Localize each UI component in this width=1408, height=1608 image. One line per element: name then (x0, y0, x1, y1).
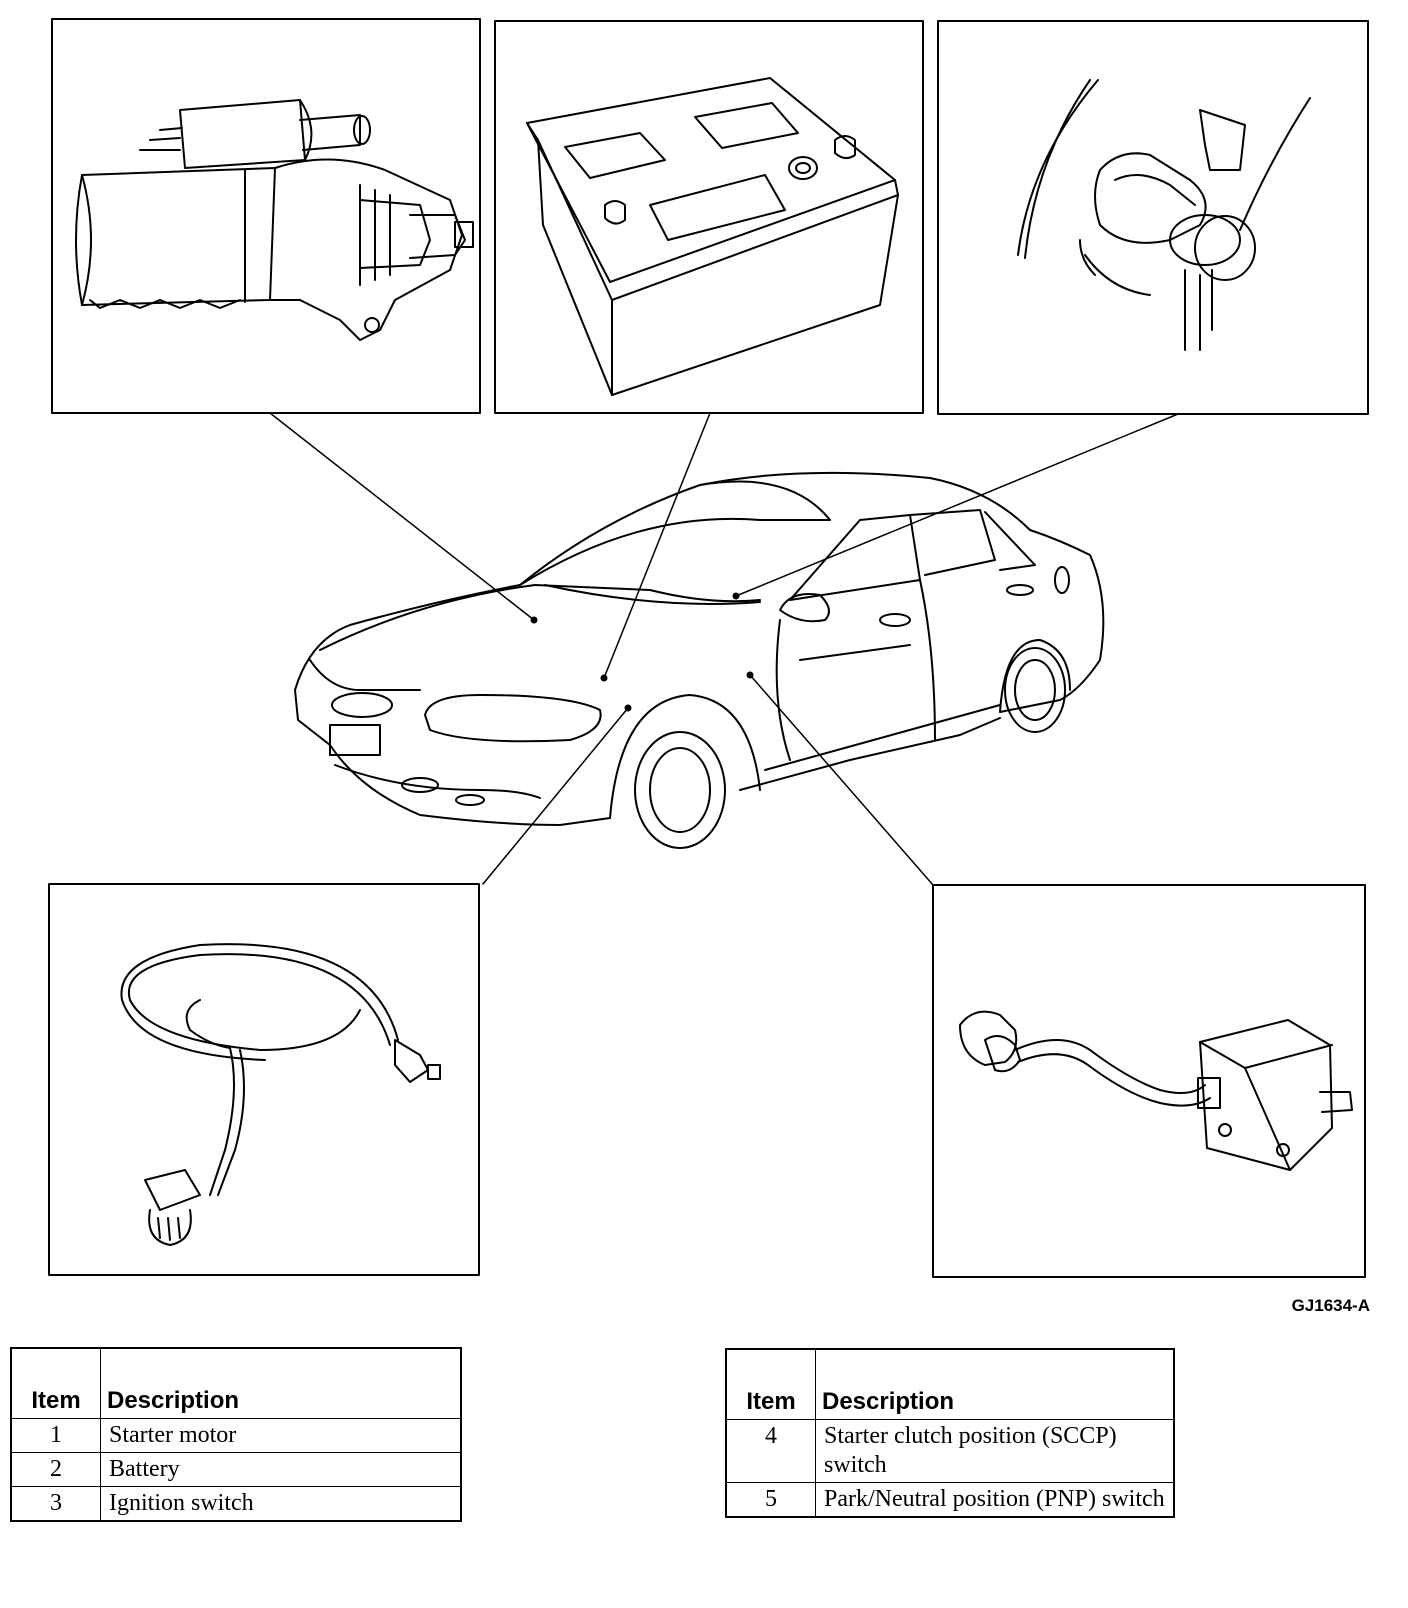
panel-pnp-switch (932, 884, 1366, 1278)
legend-table-right: Item Description 4 Starter clutch positi… (725, 1348, 1175, 1518)
figure-id: GJ1634-A (1291, 1296, 1370, 1315)
header-description: Description (815, 1348, 1175, 1420)
legend-table-left: Item Description 1 Starter motor 2 Batte… (10, 1347, 462, 1522)
header-item: Item (10, 1347, 101, 1419)
item-description: Ignition switch (100, 1486, 462, 1522)
item-description: Park/Neutral position (PNP) switch (815, 1482, 1175, 1518)
component-location-diagram (48, 18, 1369, 1278)
item-number: 3 (10, 1486, 101, 1522)
leader-lines (269, 412, 1179, 886)
panel-battery (494, 20, 924, 414)
header-description: Description (100, 1347, 462, 1419)
item-number: 2 (10, 1452, 101, 1487)
table-row: 1 Starter motor (10, 1418, 462, 1453)
battery-illustration (526, 77, 899, 396)
table-row: 2 Battery (10, 1452, 462, 1487)
starter-motor-illustration (75, 99, 474, 341)
item-description: Battery (100, 1452, 462, 1487)
leader-dots (530, 592, 754, 712)
car-illustration (294, 471, 1105, 849)
panel-ignition-switch (937, 20, 1369, 415)
table-row: 3 Ignition switch (10, 1486, 462, 1522)
pnp-switch-illustration (959, 1010, 1353, 1171)
item-number: 1 (10, 1418, 101, 1453)
panel-sccp-switch (48, 883, 480, 1276)
legend-header-row: Item Description (725, 1348, 1175, 1420)
table-row: 4 Starter clutch position (SCCP) switch (725, 1419, 1175, 1483)
ignition-switch-illustration (1017, 79, 1311, 351)
item-number: 4 (725, 1419, 816, 1483)
table-row: 5 Park/Neutral position (PNP) switch (725, 1482, 1175, 1518)
item-description: Starter motor (100, 1418, 462, 1453)
sccp-switch-illustration (120, 943, 441, 1246)
item-number: 5 (725, 1482, 816, 1518)
panel-starter-motor (51, 18, 481, 414)
item-description: Starter clutch position (SCCP) switch (815, 1419, 1175, 1483)
header-item: Item (725, 1348, 816, 1420)
legend-header-row: Item Description (10, 1347, 462, 1419)
